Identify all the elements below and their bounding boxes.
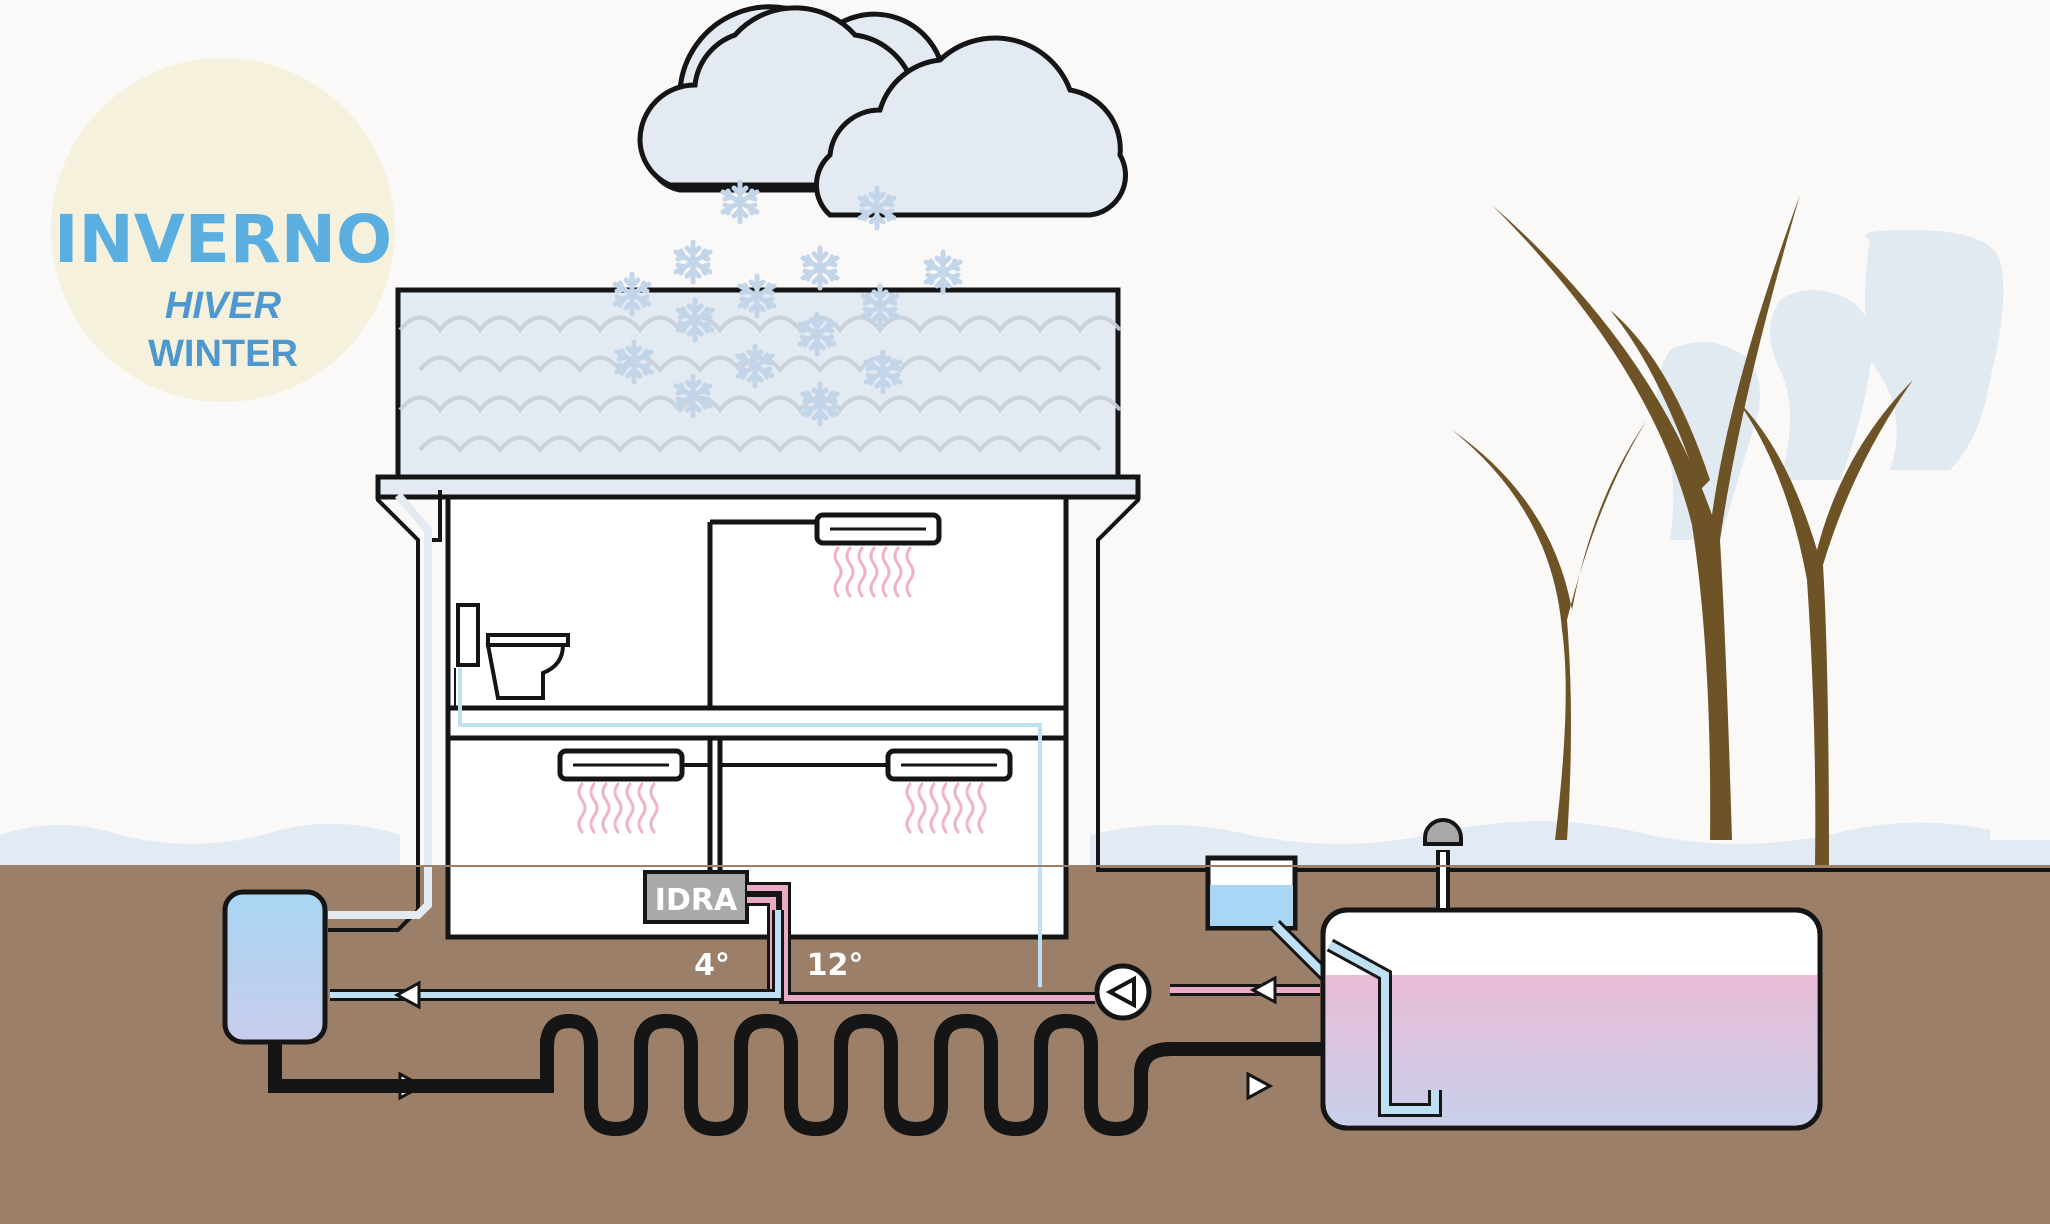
cold-return-pipe xyxy=(330,910,784,1001)
pump-icon xyxy=(1094,963,1152,1021)
radiator-top xyxy=(814,512,942,546)
ground-coil xyxy=(268,1013,1441,1137)
downpipes xyxy=(328,490,2050,932)
warm-pipes xyxy=(747,882,1320,1004)
radiator-left xyxy=(557,748,685,782)
downpipe-left-fill xyxy=(328,492,432,919)
heat-exchanger xyxy=(222,889,328,1045)
season-title-fr: HIVER xyxy=(165,285,282,327)
cistern-tank xyxy=(1320,818,1823,1131)
warm-temp-label: 12° xyxy=(807,948,864,983)
cold-temp-label: 4° xyxy=(694,948,730,983)
season-title-en: WINTER xyxy=(148,333,298,375)
toilet-icon xyxy=(456,603,570,700)
cold-water-line xyxy=(458,668,1042,987)
idra-unit: IDRA xyxy=(643,870,749,924)
season-title-it: INVERNO xyxy=(54,201,392,278)
season-disc xyxy=(51,58,395,402)
idra-label: IDRA xyxy=(655,883,738,918)
cloud-icon xyxy=(637,4,1128,218)
radiator-right xyxy=(885,748,1013,782)
tree-icon xyxy=(1452,195,1913,865)
snow-cover xyxy=(0,821,2050,870)
roof xyxy=(375,287,1141,500)
